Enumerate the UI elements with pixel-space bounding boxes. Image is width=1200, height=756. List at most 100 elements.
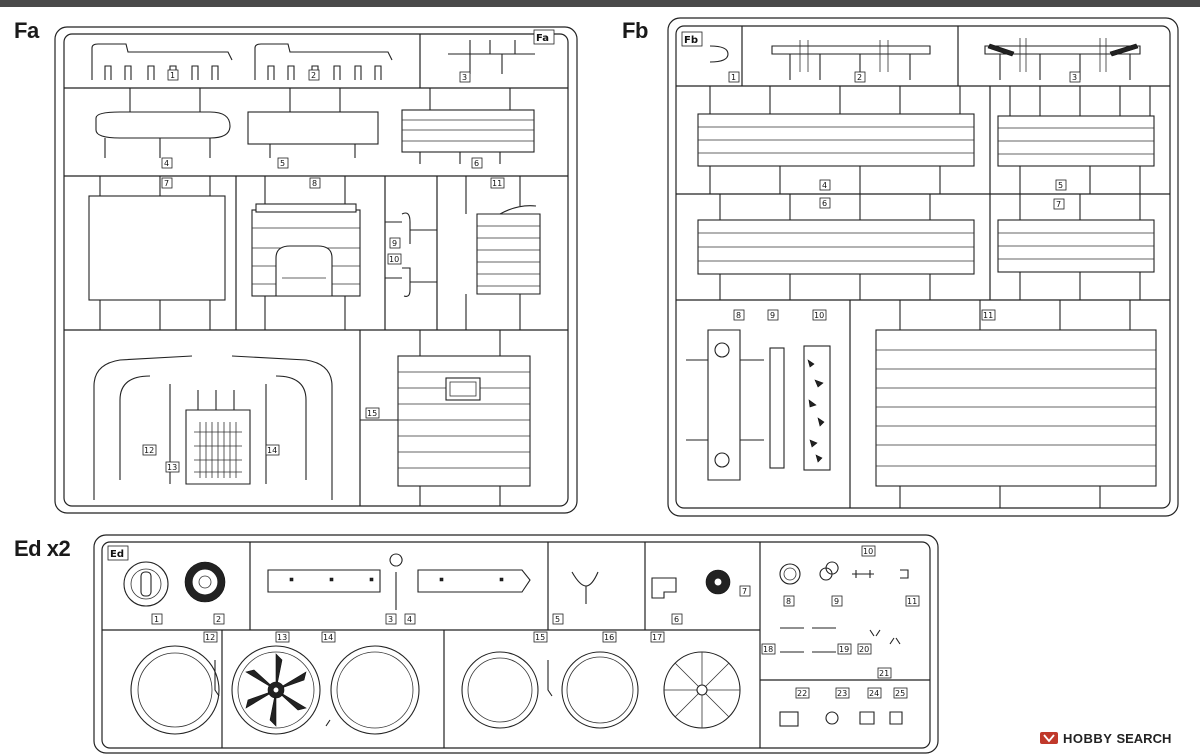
sprue-frame xyxy=(54,26,578,514)
label-ed-25: 25 xyxy=(895,689,905,698)
ed-part-10 xyxy=(852,570,874,578)
label-fa-1: 1 xyxy=(170,71,175,80)
fa-part-12 xyxy=(93,355,193,500)
label-fa-14: 14 xyxy=(267,446,277,455)
label-fa-13: 13 xyxy=(167,463,177,472)
label-ed-21: 21 xyxy=(879,669,889,678)
ed-part-25 xyxy=(889,711,903,725)
label-ed-11: 11 xyxy=(907,597,917,606)
label-fb-2: 2 xyxy=(857,73,862,82)
label-ed-4: 4 xyxy=(407,615,412,624)
label-fb-9: 9 xyxy=(770,311,775,320)
sprue-frame xyxy=(667,17,1179,517)
label-ed-8: 8 xyxy=(786,597,791,606)
sprue-inner-frame xyxy=(101,541,931,749)
label-ed-9: 9 xyxy=(834,597,839,606)
sprue-ed: 1 2 3 4 5 6 7 8 9 10 11 12 13 14 15 16 1… xyxy=(93,534,939,754)
top-rule xyxy=(0,0,1200,7)
ed-part-15 xyxy=(461,651,539,729)
sprue-title-ed: Ed x2 xyxy=(14,536,71,561)
fa-part-7 xyxy=(88,195,226,301)
label-ed-3: 3 xyxy=(388,615,393,624)
label-fb-3: 3 xyxy=(1072,73,1077,82)
ed-part-24 xyxy=(859,711,875,725)
label-fa-5: 5 xyxy=(280,159,285,168)
label-ed-19: 19 xyxy=(839,645,849,654)
fa-part-6 xyxy=(401,109,535,153)
sprue-fa: 1 2 3 4 5 6 7 8 9 10 11 12 13 14 15 Fa xyxy=(54,26,578,514)
watermark-brand-2: SEARCH xyxy=(1116,730,1172,746)
fb-part-1 xyxy=(709,45,729,63)
label-fb-10: 10 xyxy=(814,311,824,320)
watermark-brand: HOBBY xyxy=(1063,730,1113,746)
fb-part-11 xyxy=(875,329,1157,487)
fa-part-10 xyxy=(402,267,411,297)
ed-part-9 xyxy=(819,561,839,581)
label-ed-6: 6 xyxy=(674,615,679,624)
fb-part-3 xyxy=(984,45,1141,55)
sprue-title-fa: Fa xyxy=(14,18,39,43)
label-fa-15: 15 xyxy=(367,409,377,418)
label-ed-23: 23 xyxy=(837,689,847,698)
ed-part-5 xyxy=(571,571,599,587)
label-ed-13: 13 xyxy=(277,633,287,642)
fa-part-14 xyxy=(231,355,333,500)
label-fa-3: 3 xyxy=(462,73,467,82)
fa-part-4 xyxy=(95,111,231,139)
sprue-tag-fa-text: Fa xyxy=(536,33,549,44)
label-ed-24: 24 xyxy=(869,689,879,698)
ed-part-4 xyxy=(417,569,531,593)
label-ed-2: 2 xyxy=(216,615,221,624)
fa-part-9 xyxy=(401,212,411,244)
sprue-inner-frame xyxy=(63,33,569,507)
label-ed-16: 16 xyxy=(604,633,614,642)
label-fb-7: 7 xyxy=(1056,200,1061,209)
sprue-tag-ed xyxy=(107,545,129,561)
sprue-fb: 1 2 3 4 5 6 7 8 9 10 11 Fb xyxy=(667,17,1179,517)
ed-part-22 xyxy=(779,711,799,727)
label-fa-12: 12 xyxy=(144,446,154,455)
label-fa-11: 11 xyxy=(492,179,502,188)
label-fa-2: 2 xyxy=(311,71,316,80)
hobby-search-logo-icon xyxy=(1040,732,1058,744)
label-fb-11: 11 xyxy=(983,311,993,320)
label-fa-9: 9 xyxy=(392,239,397,248)
label-ed-10: 10 xyxy=(863,547,873,556)
label-fb-1: 1 xyxy=(731,73,736,82)
ed-part-12 xyxy=(130,645,220,735)
fb-part-2 xyxy=(771,45,931,55)
label-ed-15: 15 xyxy=(535,633,545,642)
ed-part-3 xyxy=(267,569,381,593)
label-fb-5: 5 xyxy=(1058,181,1063,190)
label-fa-6: 6 xyxy=(474,159,479,168)
label-fa-7: 7 xyxy=(164,179,169,188)
ed-part-14 xyxy=(330,645,420,735)
label-fa-4: 4 xyxy=(164,159,169,168)
label-ed-18: 18 xyxy=(763,645,773,654)
label-fb-8: 8 xyxy=(736,311,741,320)
ed-parts-20-21 xyxy=(869,629,901,645)
sprue-tag-fb xyxy=(681,31,703,47)
label-ed-14: 14 xyxy=(323,633,333,642)
sprue-tag-fa xyxy=(533,29,555,45)
sprue-tag-fb-text: Fb xyxy=(684,35,698,46)
fb-part-9 xyxy=(769,347,785,469)
label-ed-20: 20 xyxy=(859,645,869,654)
label-fb-4: 4 xyxy=(822,181,827,190)
fb-part-8 xyxy=(707,329,741,481)
fb-part-10 xyxy=(803,345,831,471)
label-fb-6: 6 xyxy=(822,199,827,208)
ed-parts-18-19 xyxy=(780,627,836,653)
fa-part-1 xyxy=(91,43,233,80)
sprue-tag-ed-text: Ed xyxy=(110,549,124,560)
sprue-inner-frame xyxy=(675,25,1171,509)
fa-part-5 xyxy=(247,111,379,145)
label-fa-8: 8 xyxy=(312,179,317,188)
fa-part-15 xyxy=(397,355,531,487)
label-ed-12: 12 xyxy=(205,633,215,642)
label-ed-17: 17 xyxy=(652,633,662,642)
ed-part-8 xyxy=(779,563,801,585)
ed-part-23 xyxy=(825,711,839,725)
ed-part-16 xyxy=(561,651,639,729)
